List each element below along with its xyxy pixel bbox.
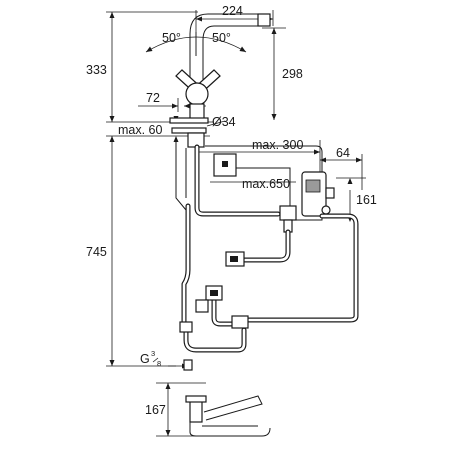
dim-hose-length: max.650	[242, 177, 290, 191]
dim-hose-drop: 745	[86, 245, 107, 259]
svg-text:G: G	[140, 352, 150, 366]
dim-connection-thread: G 3 8	[140, 349, 161, 368]
cabinet-outline	[175, 140, 187, 211]
svg-text:8: 8	[157, 359, 161, 368]
fittings	[179, 251, 249, 371]
dim-deck-thickness: max. 60	[118, 123, 163, 137]
dim-spout-reach: 224	[222, 4, 243, 18]
dim-box-width: 64	[336, 146, 350, 160]
dim-spout-height: 298	[282, 67, 303, 81]
faucet-side-view	[185, 395, 271, 437]
dim-side-height: 167	[145, 403, 166, 417]
dim-lever-offset: 72	[146, 91, 160, 105]
dim-swivel-right: 50°	[212, 31, 231, 45]
hoses	[181, 144, 359, 353]
dimension-lines	[106, 10, 366, 437]
dimension-labels: 224 333 298 50° 50° 72 max. 60 Ø34 max. …	[86, 4, 377, 417]
dim-overall-height: 333	[86, 63, 107, 77]
svg-text:3: 3	[151, 349, 155, 358]
control-box	[205, 145, 335, 233]
dim-hole-diameter: Ø34	[212, 115, 236, 129]
dim-box-height: 161	[356, 193, 377, 207]
dim-control-distance: max. 300	[252, 138, 303, 152]
dim-swivel-left: 50°	[162, 31, 181, 45]
faucet-front-view	[169, 13, 271, 148]
